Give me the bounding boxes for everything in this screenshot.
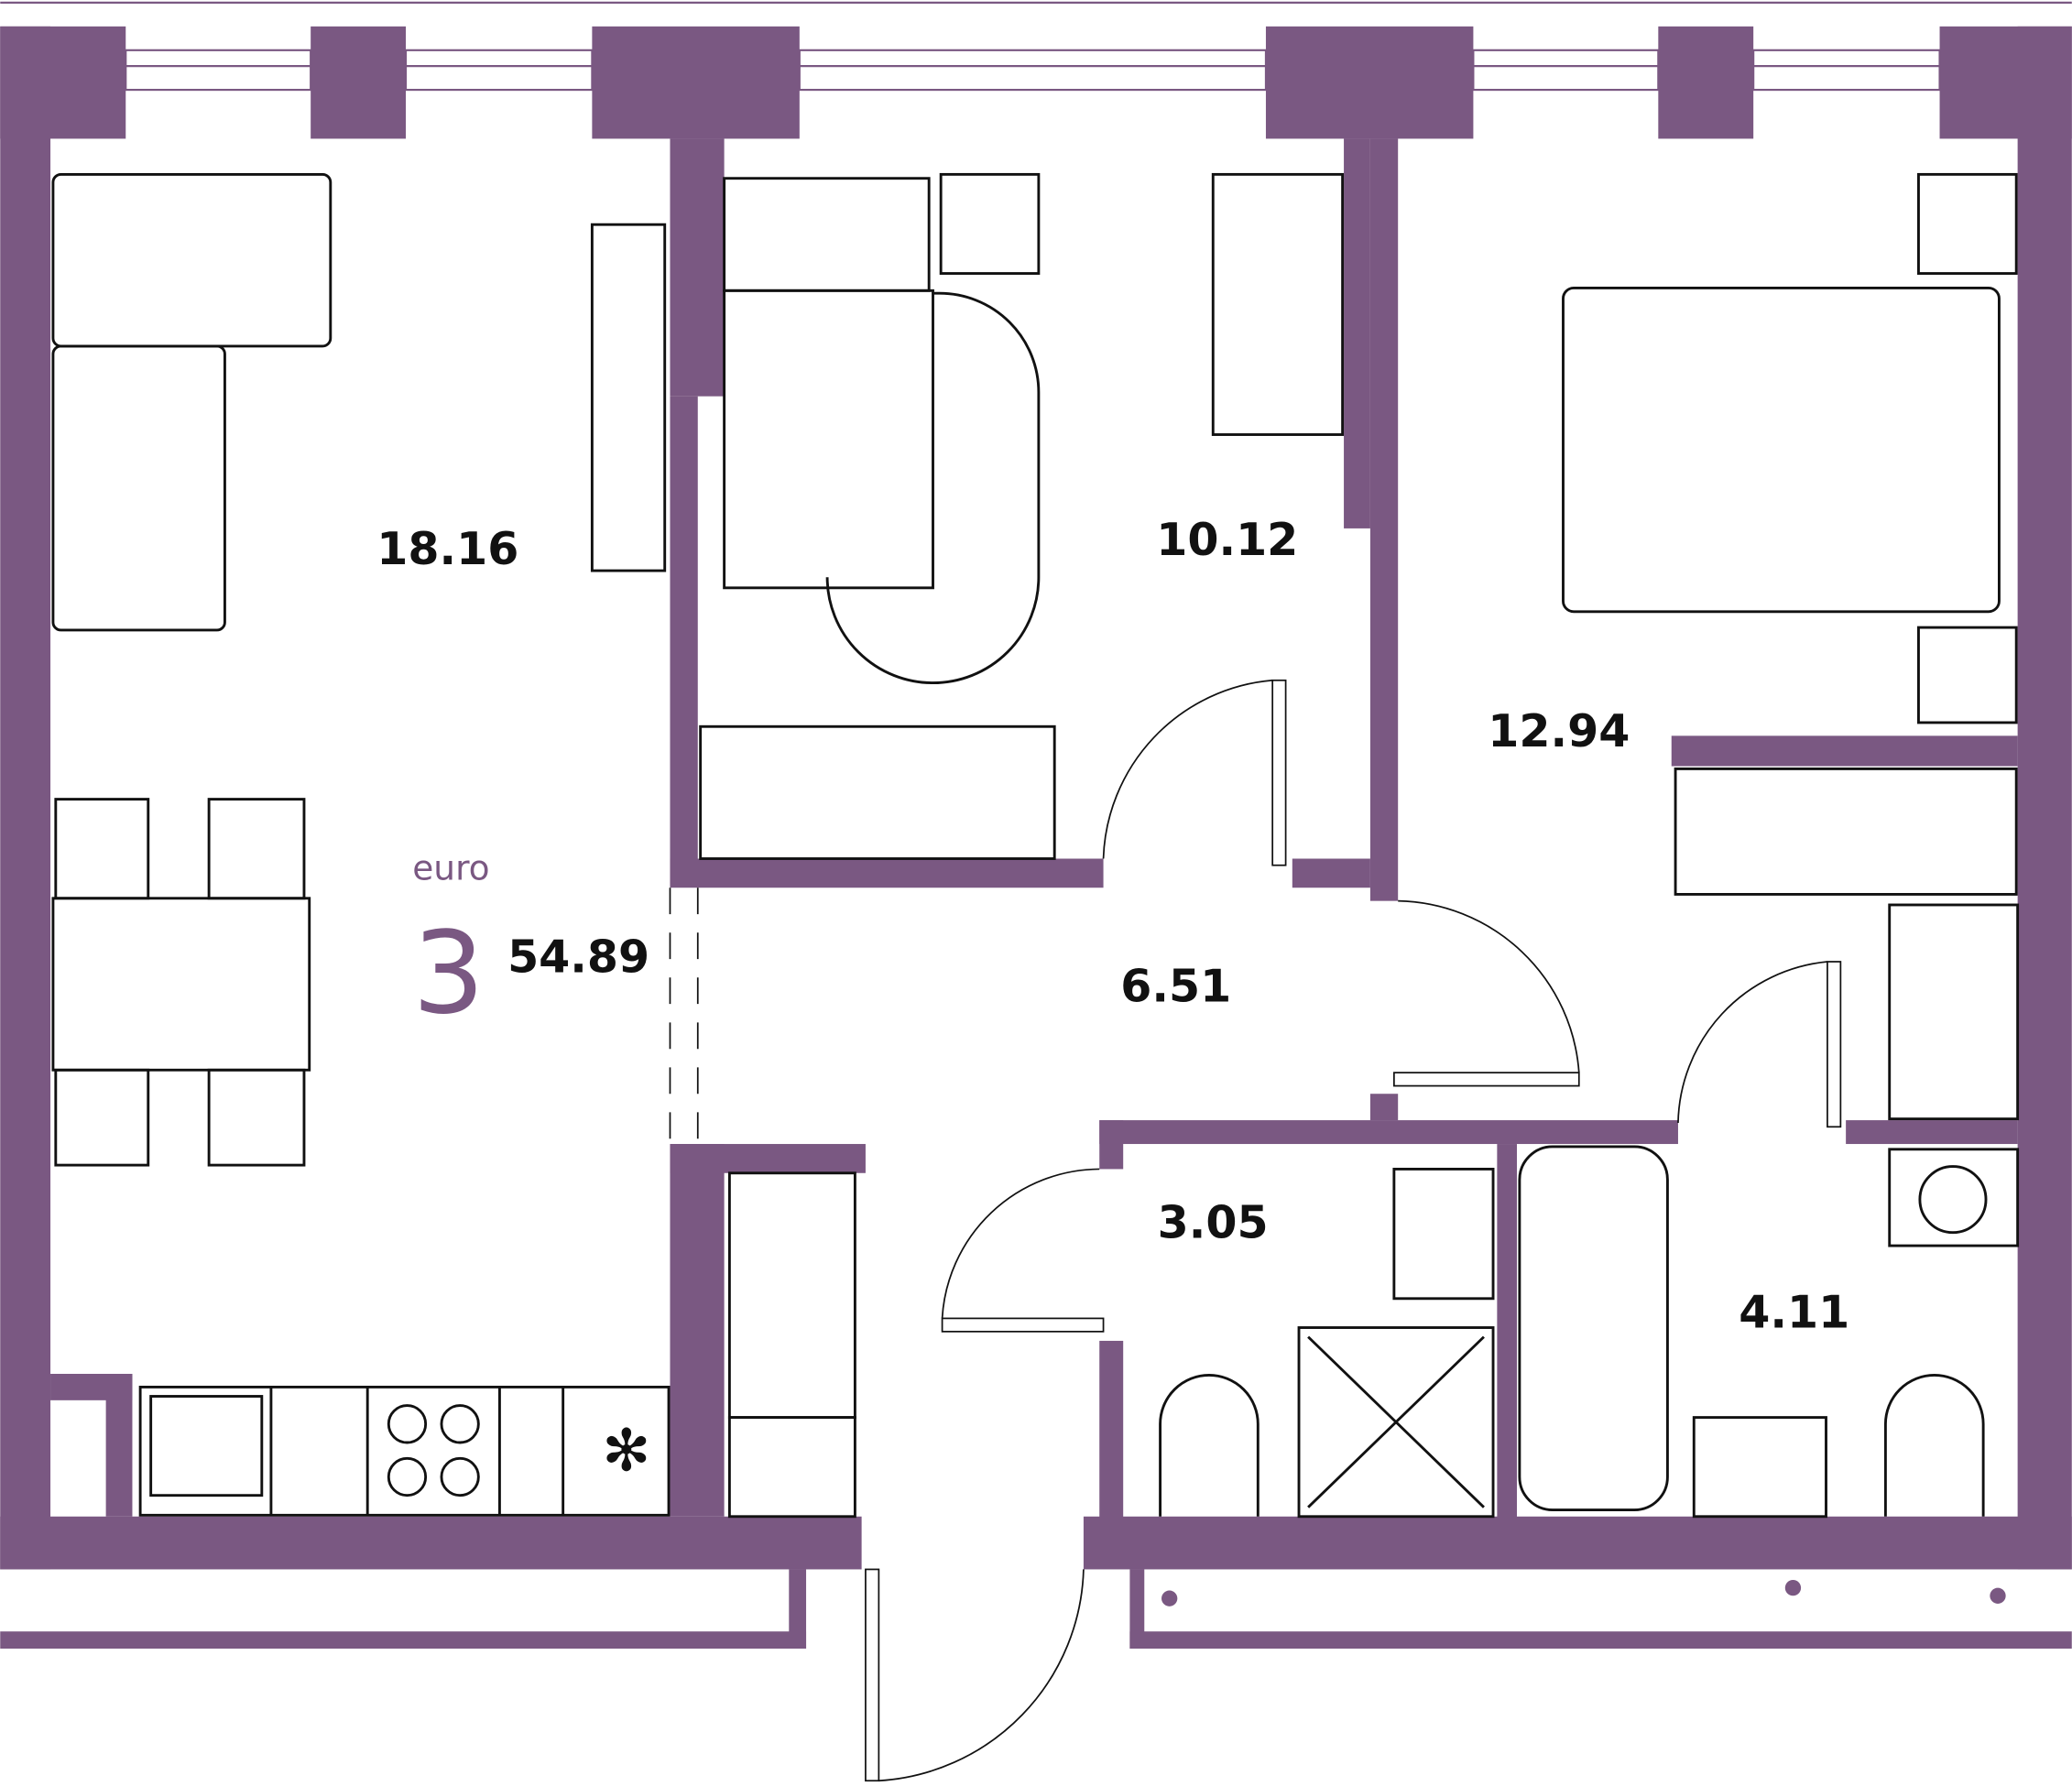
- svg-text:✻: ✻: [602, 1416, 650, 1484]
- furniture: ✻: [51, 172, 2020, 1606]
- doors: [669, 679, 1842, 1782]
- area-bathroom-2: 4.11: [1739, 1286, 1849, 1339]
- area-bedroom-2: 12.94: [1488, 704, 1630, 757]
- area-living: 18.16: [376, 522, 518, 575]
- walls: [0, 26, 2072, 1649]
- area-bedroom-1: 10.12: [1156, 513, 1298, 566]
- room-count: 3: [412, 908, 485, 1040]
- area-bathroom: 3.05: [1158, 1195, 1269, 1248]
- area-hallway: 6.51: [1120, 959, 1231, 1012]
- total-area: 54.89: [507, 931, 649, 984]
- plan-type-label: euro: [412, 848, 489, 888]
